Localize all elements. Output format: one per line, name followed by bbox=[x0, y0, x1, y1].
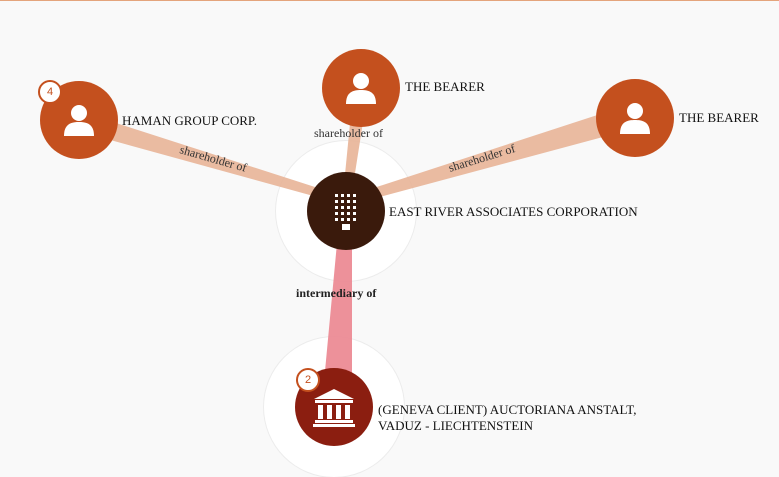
edge-label-intermediary: intermediary of bbox=[296, 286, 377, 300]
haman-count-badge[interactable]: 4 bbox=[38, 80, 62, 104]
edge-label-top-shareholder: shareholder of bbox=[314, 126, 383, 140]
node-bearer-right[interactable] bbox=[596, 79, 674, 157]
node-label-geneva: (GENEVA CLIENT) AUCTORIANA ANSTALT, VADU… bbox=[378, 402, 636, 434]
node-label-geneva-line2: VADUZ - LIECHTENSTEIN bbox=[378, 418, 534, 433]
node-bearer-top[interactable] bbox=[322, 49, 400, 127]
building-icon bbox=[335, 194, 356, 230]
edge-haman-shareholder[interactable] bbox=[85, 113, 346, 205]
node-label-bearer-right: THE BEARER bbox=[679, 110, 759, 125]
person-icon bbox=[64, 105, 94, 136]
node-east-river[interactable] bbox=[307, 172, 385, 250]
bank-icon bbox=[313, 389, 355, 427]
edge-right-shareholder[interactable] bbox=[346, 105, 640, 205]
node-label-haman: HAMAN GROUP CORP. bbox=[122, 113, 257, 128]
geneva-count-badge[interactable]: 2 bbox=[296, 368, 320, 392]
node-haman-group[interactable] bbox=[40, 81, 118, 159]
person-icon bbox=[620, 103, 650, 134]
node-label-geneva-line1: (GENEVA CLIENT) AUCTORIANA ANSTALT, bbox=[378, 402, 637, 417]
node-label-east-river: EAST RIVER ASSOCIATES CORPORATION bbox=[389, 204, 638, 219]
node-label-bearer-top: THE BEARER bbox=[405, 79, 485, 94]
edge-intermediary[interactable] bbox=[322, 211, 352, 403]
person-icon bbox=[346, 73, 376, 104]
